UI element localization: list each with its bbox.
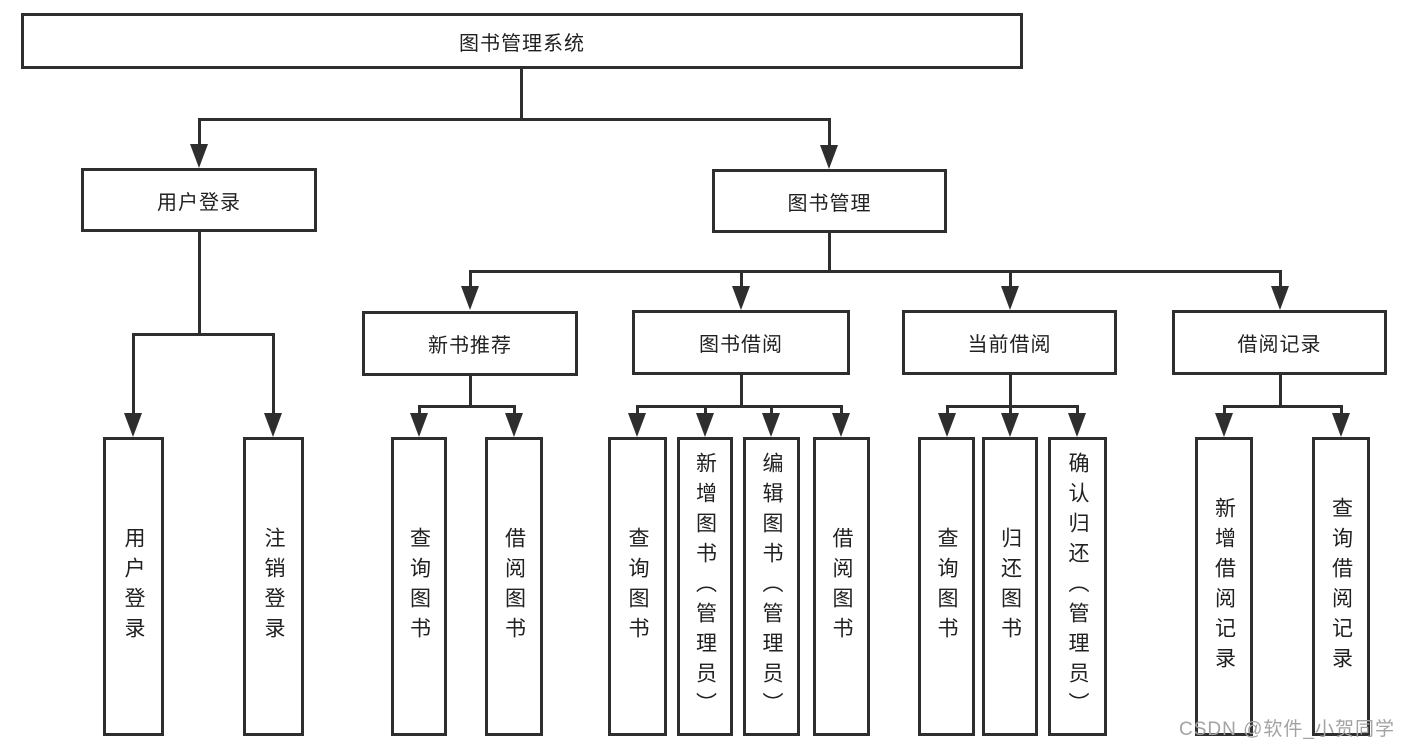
node-label: 图书管理系统 (459, 32, 585, 55)
arrowhead-nb-borrow (505, 413, 523, 437)
node-label: 确认归还（管理员） (1066, 451, 1089, 722)
arrowhead-borrowing-records (1271, 286, 1289, 310)
node-label: 图书借阅 (699, 334, 783, 356)
arrowhead-cb-return (1001, 413, 1019, 437)
connector-cb-crossbar (946, 405, 1079, 408)
node-label: 查询借阅记录 (1329, 496, 1353, 677)
arrowhead-bb-edit (762, 413, 780, 437)
node-label: 借阅图书 (830, 526, 853, 647)
connector-book-management-crossbar (469, 270, 1282, 273)
arrowhead-br-add (1215, 413, 1233, 437)
connector-to-new-book-recommend (469, 270, 472, 287)
connector-book-management-stem (828, 233, 831, 272)
node-book-management: 图书管理 (712, 169, 947, 233)
arrowhead-bb-add (696, 413, 714, 437)
node-label: 注销登录 (262, 526, 285, 647)
arrowhead-leaf-logout (264, 413, 282, 437)
connector-nb-crossbar (418, 405, 516, 408)
connector-to-book-management (828, 118, 831, 146)
connector-to-user-login (198, 118, 201, 145)
leaf-user-login: 用户登录 (103, 437, 164, 736)
connector-user-login-crossbar (132, 333, 275, 336)
connector-to-bb-add (704, 405, 707, 414)
node-label: 新增借阅记录 (1212, 496, 1236, 677)
connector-to-cb-confirm (1076, 405, 1079, 414)
connector-bb-crossbar (636, 405, 843, 408)
arrowhead-user-login (190, 144, 208, 168)
node-new-book-recommend: 新书推荐 (362, 311, 578, 376)
node-label: 借阅图书 (502, 526, 526, 647)
connector-bb-stem (740, 375, 743, 407)
node-root-library-system: 图书管理系统 (21, 13, 1023, 69)
arrowhead-nb-query (410, 413, 428, 437)
connector-to-bb-borrow (840, 405, 843, 414)
node-label: 查询图书 (626, 526, 649, 647)
connector-to-br-add (1223, 405, 1226, 414)
leaf-nb-query-books: 查询图书 (391, 437, 447, 736)
leaf-bb-borrow-books: 借阅图书 (813, 437, 870, 736)
connector-to-nb-query (418, 405, 421, 414)
arrowhead-book-borrowing (732, 286, 750, 310)
connector-to-leaf-user-login (132, 333, 135, 414)
arrowhead-bb-query (628, 413, 646, 437)
connector-to-book-borrowing (740, 270, 743, 287)
connector-br-crossbar (1223, 405, 1343, 408)
node-label: 当前借阅 (967, 334, 1052, 356)
arrowhead-new-book-recommend (461, 286, 479, 310)
arrowhead-br-query (1332, 413, 1350, 437)
connector-user-login-stem (198, 232, 201, 335)
node-label: 查询图书 (407, 526, 431, 647)
leaf-cb-query-books: 查询图书 (918, 437, 975, 736)
arrowhead-cb-query (938, 413, 956, 437)
leaf-cb-return-books: 归还图书 (982, 437, 1038, 736)
connector-to-nb-borrow (513, 405, 516, 414)
leaf-logout: 注销登录 (243, 437, 304, 736)
csdn-watermark: CSDN @软件_小贺同学 (1179, 719, 1395, 740)
node-label: 新书推荐 (428, 335, 512, 357)
node-book-borrowing: 图书借阅 (632, 310, 850, 375)
arrowhead-book-management (820, 145, 838, 169)
node-label: 图书管理 (787, 192, 872, 215)
node-label: 查询图书 (935, 526, 958, 647)
node-label: 新增图书（管理员） (693, 451, 717, 722)
connector-to-cb-return (1009, 405, 1012, 414)
connector-br-stem (1279, 375, 1282, 407)
connector-root-stem (520, 69, 523, 120)
node-label: 用户登录 (122, 526, 145, 647)
leaf-cb-confirm-return-admin: 确认归还（管理员） (1048, 437, 1107, 736)
node-user-login: 用户登录 (81, 168, 317, 232)
node-label: 用户登录 (157, 191, 241, 214)
connector-nb-stem (469, 376, 472, 407)
connector-to-current-borrowing (1009, 270, 1012, 287)
leaf-bb-add-books-admin: 新增图书（管理员） (677, 437, 733, 736)
connector-to-bb-edit (770, 405, 773, 414)
arrowhead-leaf-user-login (124, 413, 142, 437)
connector-to-br-query (1340, 405, 1343, 414)
leaf-bb-query-books: 查询图书 (608, 437, 667, 736)
arrowhead-bb-borrow (832, 413, 850, 437)
connector-root-crossbar (198, 118, 831, 121)
connector-to-cb-query (946, 405, 949, 414)
node-label: 借阅记录 (1237, 334, 1322, 356)
leaf-bb-edit-books-admin: 编辑图书（管理员） (743, 437, 800, 736)
connector-cb-stem (1009, 375, 1012, 407)
connector-to-borrowing-records (1279, 270, 1282, 287)
node-borrowing-records: 借阅记录 (1172, 310, 1387, 375)
node-label: 归还图书 (998, 526, 1022, 647)
connector-to-bb-query (636, 405, 639, 414)
node-current-borrowing: 当前借阅 (902, 310, 1117, 375)
leaf-br-add-record: 新增借阅记录 (1195, 437, 1253, 736)
node-label: 编辑图书（管理员） (760, 451, 783, 722)
arrowhead-current-borrowing (1001, 286, 1019, 310)
leaf-br-query-record: 查询借阅记录 (1312, 437, 1370, 736)
leaf-nb-borrow-books: 借阅图书 (485, 437, 543, 736)
connector-to-leaf-logout (272, 333, 275, 414)
arrowhead-cb-confirm (1068, 413, 1086, 437)
